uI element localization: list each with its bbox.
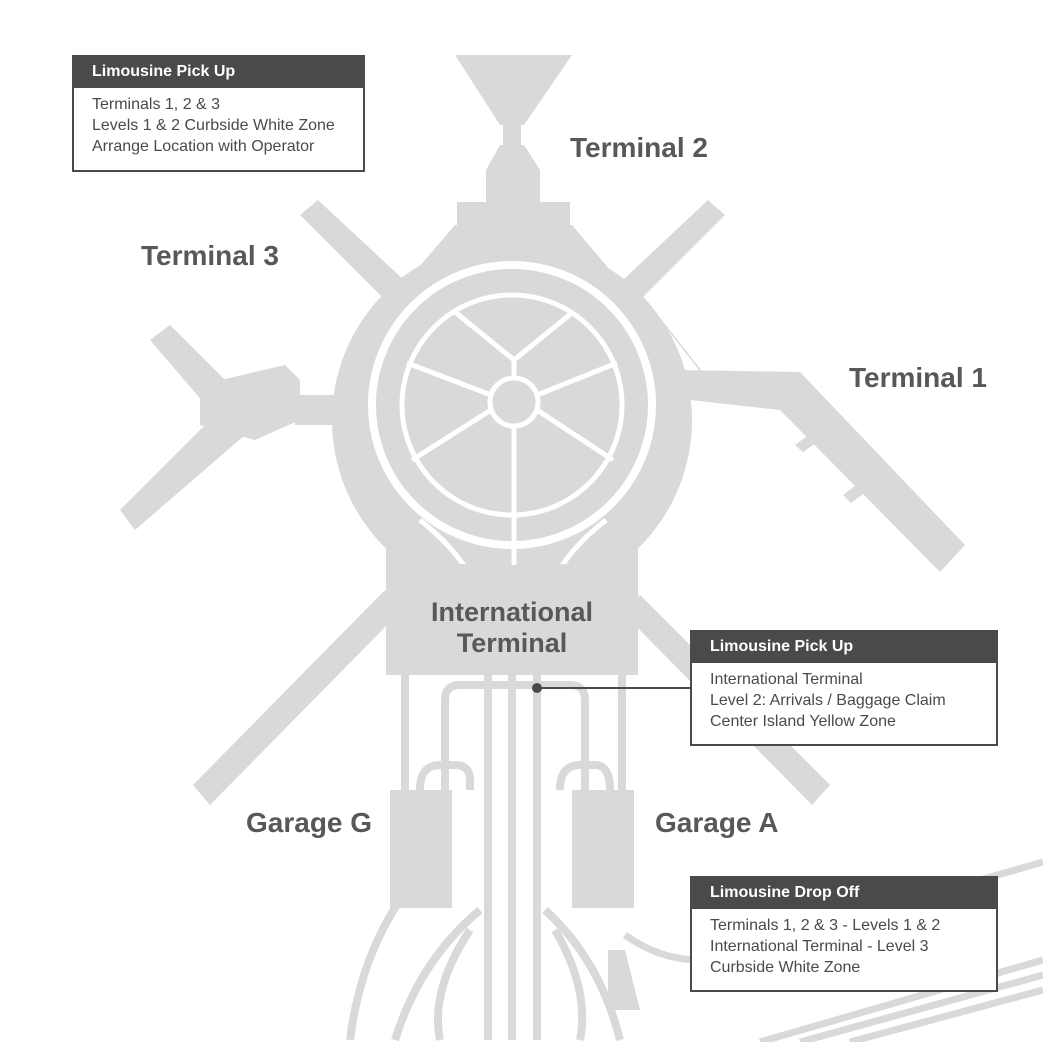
- access-roads: [346, 675, 626, 1042]
- box-line: Curbside White Zone: [710, 959, 861, 976]
- pickup-location-marker: [532, 683, 542, 693]
- garage-g-building: [390, 790, 452, 908]
- box-line: Terminals 1, 2 & 3 - Levels 1 & 2: [710, 917, 941, 934]
- terminal-1-label: Terminal 1: [849, 362, 987, 393]
- limousine-pickup-international-box: Limousine Pick Up International Terminal…: [690, 630, 998, 746]
- box-line: International Terminal - Level 3: [710, 938, 929, 955]
- box-line: Levels 1 & 2 Curbside White Zone: [92, 117, 335, 134]
- limousine-pickup-domestic-box: Limousine Pick Up Terminals 1, 2 & 3 Lev…: [72, 55, 365, 172]
- box-line: Terminals 1, 2 & 3: [92, 96, 221, 113]
- box-title: Limousine Pick Up: [74, 57, 363, 88]
- box-line: International Terminal: [710, 671, 863, 688]
- garage-a-label: Garage A: [655, 807, 779, 838]
- small-structure: [608, 950, 640, 1010]
- terminal-3-label: Terminal 3: [141, 240, 279, 271]
- terminal-3-building: [120, 200, 420, 530]
- international-label-line-1: International: [430, 597, 593, 627]
- garage-g-label: Garage G: [246, 807, 373, 838]
- limousine-dropoff-box: Limousine Drop Off Terminals 1, 2 & 3 - …: [690, 876, 998, 992]
- box-line: Arrange Location with Operator: [92, 138, 315, 155]
- international-terminal-building: [386, 560, 638, 675]
- international-terminal-label: International Terminal: [386, 597, 638, 659]
- box-title: Limousine Drop Off: [692, 878, 996, 909]
- box-title: Limousine Pick Up: [692, 632, 996, 663]
- international-label-line-2: Terminal: [456, 628, 568, 658]
- garage-a-building: [572, 790, 634, 908]
- box-line: Center Island Yellow Zone: [710, 713, 896, 730]
- pier-southwest: [193, 590, 400, 805]
- terminal-2-label: Terminal 2: [570, 132, 708, 163]
- box-line: Level 2: Arrivals / Baggage Claim: [710, 692, 946, 709]
